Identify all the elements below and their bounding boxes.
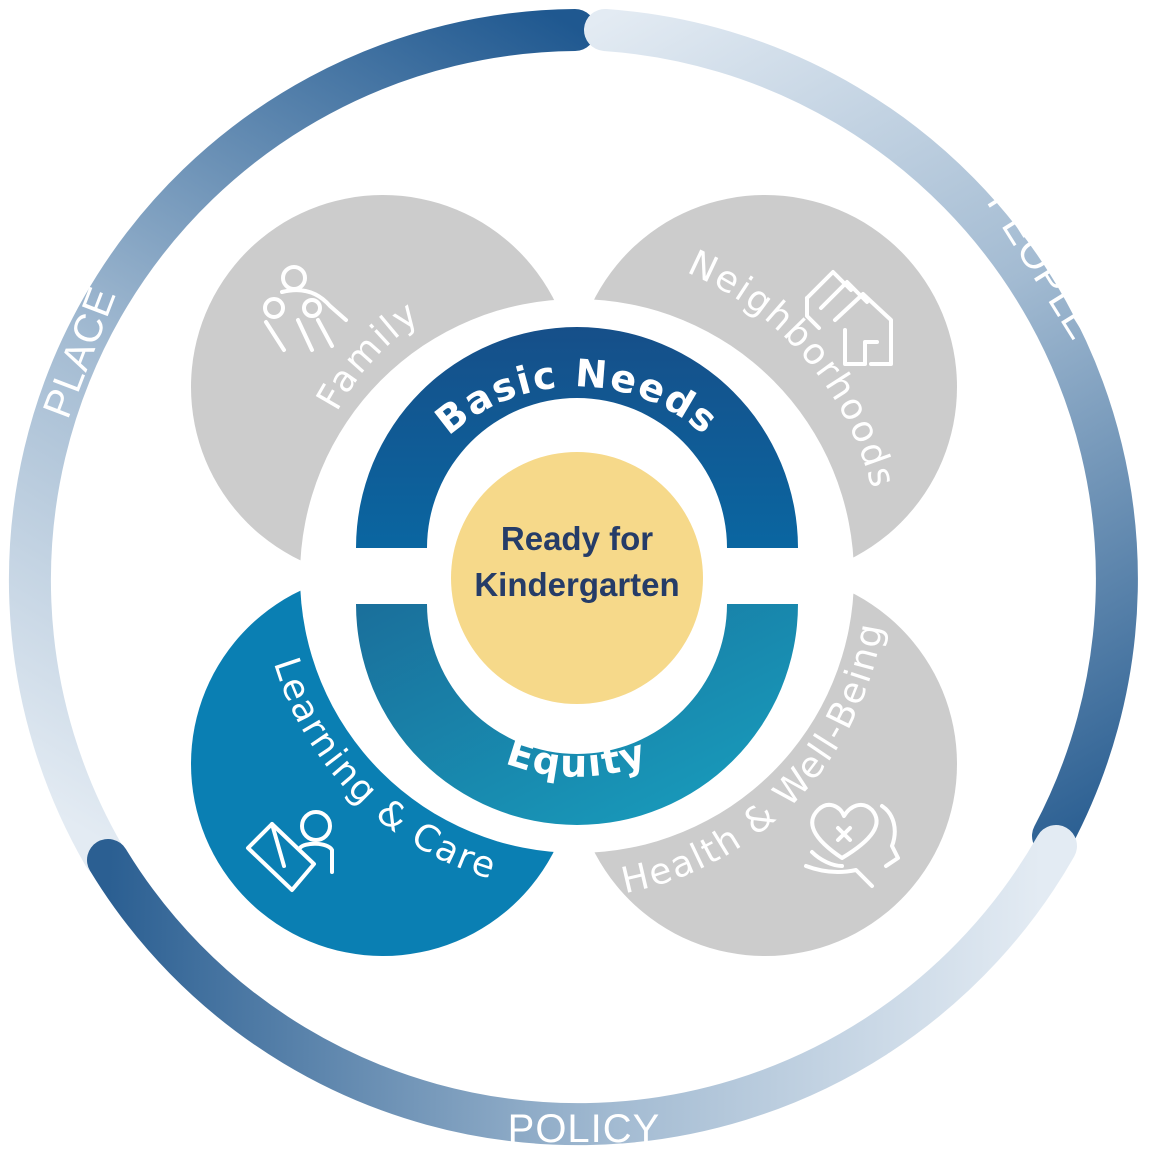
center-label-line2: Kindergarten: [474, 566, 679, 603]
child-book-icon: [246, 810, 334, 892]
center-label-line1: Ready for: [501, 520, 653, 557]
ring-label-policy: POLICY: [508, 1107, 661, 1151]
houses-icon: [805, 270, 893, 366]
ring-segment-people: [584, 9, 1138, 857]
ring-segment-policy: [87, 825, 1077, 1146]
heart-hands-icon: [804, 802, 900, 888]
band-equity: [356, 604, 798, 825]
outer-ring: PLACE PEOPLE POLICY: [8, 9, 1138, 1151]
ring-label-place: PLACE: [35, 281, 125, 424]
ring-segment-place: [8, 9, 596, 877]
family-icon: [263, 265, 348, 352]
band-basic-needs: [356, 327, 798, 548]
center-circle: [451, 452, 703, 704]
